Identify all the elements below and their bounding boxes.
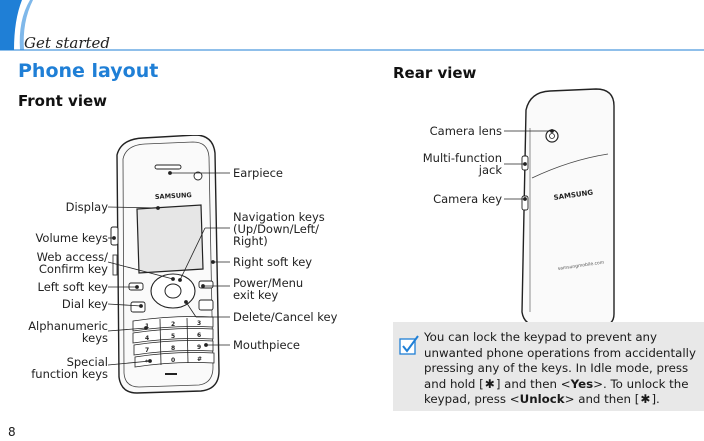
label-multi-function-2: jack: [478, 163, 502, 177]
label-mouthpiece: Mouthpiece: [233, 338, 301, 352]
label-special-2: function keys: [31, 367, 108, 381]
svg-text:4: 4: [145, 335, 149, 342]
front-brand-text: SAMSUNG: [155, 191, 192, 201]
label-left-soft-key: Left soft key: [37, 280, 108, 294]
note-text: You can lock the keypad to prevent any u…: [424, 330, 704, 408]
note-line-1: You can lock the keypad to prevent any: [424, 330, 658, 344]
label-nav-3: Right): [233, 234, 268, 248]
label-alphanumeric-1: Alphanumeric: [28, 319, 108, 333]
label-special-1: Special: [66, 355, 108, 369]
note-text-frag: keypad, press <: [424, 392, 520, 406]
note-line-5: keypad, press <Unlock> and then [✱].: [424, 392, 704, 408]
star-key-icon: ✱: [484, 376, 495, 391]
label-volume-keys: Volume keys: [35, 231, 108, 245]
note-box: [393, 322, 704, 411]
note-text-frag: >. To unlock the: [593, 376, 689, 391]
yes-softkey-label: Yes: [570, 376, 594, 391]
svg-text:6: 6: [197, 332, 201, 339]
label-right-soft-key: Right soft key: [233, 255, 313, 269]
label-power-1: Power/Menu: [233, 276, 304, 290]
svg-text:5: 5: [171, 333, 175, 340]
note-line-2: unwanted phone operations from accidenta…: [424, 345, 696, 360]
header-rule: [14, 49, 704, 51]
label-nav-1: Navigation keys: [233, 210, 325, 224]
rear-view-heading: Rear view: [393, 64, 477, 82]
label-earpiece: Earpiece: [233, 166, 284, 180]
rear-phone-illustration: SAMSUNG samsungmobile.com: [521, 88, 615, 327]
label-web-access-2: Confirm key: [38, 262, 108, 276]
svg-text:#: #: [197, 356, 202, 363]
label-camera-lens: Camera lens: [429, 124, 502, 138]
label-display: Display: [65, 200, 108, 214]
note-text-frag: ] and then <: [495, 376, 571, 391]
label-multi-function-1: Multi-function: [422, 151, 502, 165]
label-alphanumeric-2: keys: [81, 331, 108, 345]
label-dial-key: Dial key: [61, 297, 108, 311]
note-line-3: pressing any of the keys. In Idle mode, …: [424, 361, 689, 375]
note-text-frag: and hold [: [424, 376, 484, 391]
label-web-access-1: Web access/: [36, 250, 108, 264]
svg-text:*: *: [145, 359, 149, 366]
label-delete-cancel: Delete/Cancel key: [233, 310, 338, 324]
svg-text:3: 3: [197, 320, 201, 327]
svg-text:8: 8: [171, 345, 175, 352]
label-nav-2: (Up/Down/Left/: [233, 222, 320, 236]
chapter-title: Get started: [24, 34, 111, 52]
label-camera-key: Camera key: [433, 192, 502, 206]
star-key-icon: ✱: [640, 392, 651, 406]
svg-text:0: 0: [171, 357, 175, 364]
front-view-heading: Front view: [18, 92, 108, 110]
note-text-frag: ].: [651, 392, 660, 406]
note-line-4: and hold [✱] and then <Yes>. To unlock t…: [424, 377, 704, 393]
svg-text:7: 7: [145, 347, 149, 354]
note-check-icon: [399, 335, 419, 355]
section-title: Phone layout: [18, 60, 159, 82]
note-text-frag: > and then [: [564, 392, 640, 406]
svg-text:2: 2: [171, 321, 175, 328]
label-power-2: exit key: [233, 288, 279, 302]
page-number: 8: [8, 425, 16, 439]
unlock-softkey-label: Unlock: [519, 392, 565, 406]
svg-text:9: 9: [197, 344, 201, 351]
